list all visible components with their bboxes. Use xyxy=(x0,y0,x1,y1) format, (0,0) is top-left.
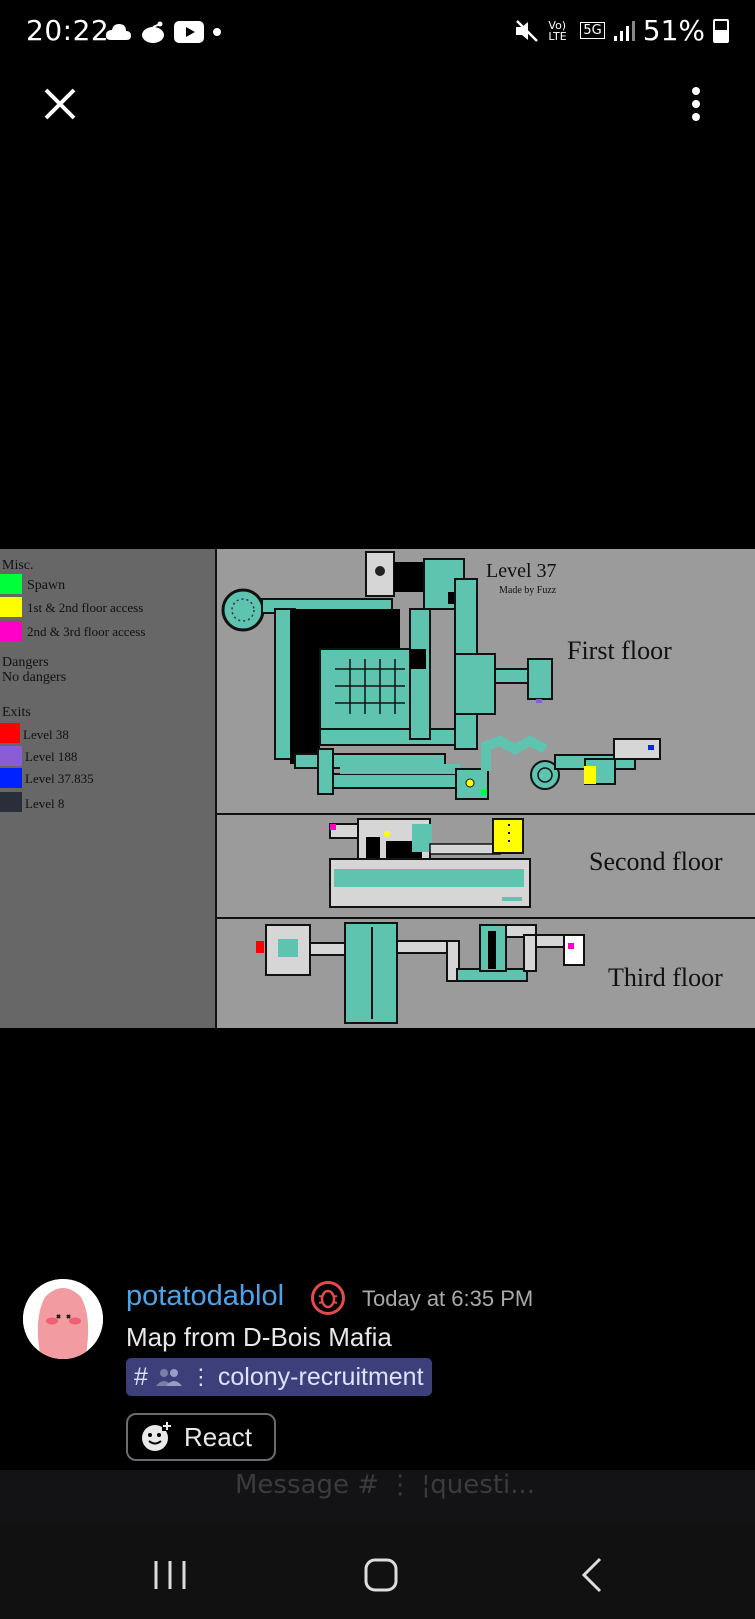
floor-label-second: Second floor xyxy=(589,847,723,876)
close-button[interactable] xyxy=(40,84,80,124)
mute-icon xyxy=(516,19,539,42)
hash-icon: # xyxy=(134,1362,148,1391)
legend-exit-level-37835: Level 37.835 xyxy=(25,771,94,786)
legend-exit-level-188: Level 188 xyxy=(25,749,77,764)
legend-swatch-level-38 xyxy=(0,723,20,743)
battery-icon xyxy=(713,18,729,43)
more-vertical-icon xyxy=(692,87,700,121)
legend-exit-level-38: Level 38 xyxy=(23,727,69,742)
network-label: 5G xyxy=(580,22,605,39)
third-floor-map xyxy=(256,922,585,1024)
legend-dangers-text: No dangers xyxy=(2,670,66,685)
avatar[interactable] xyxy=(23,1279,103,1359)
first-floor-map xyxy=(221,551,661,800)
legend-item-spawn: Spawn xyxy=(27,578,65,593)
legend-dangers-heading: Dangers xyxy=(2,655,49,670)
message-timestamp: Today at 6:35 PM xyxy=(362,1286,534,1311)
react-label: React xyxy=(184,1421,252,1452)
map-image[interactable]: Misc. Spawn 1st & 2nd floor access 2nd &… xyxy=(0,549,755,1028)
floor-label-first: First floor xyxy=(567,636,672,665)
map-title: Level 37 xyxy=(486,560,557,582)
username[interactable]: potatodablol xyxy=(126,1280,285,1312)
legend-swatch-floor-1-2 xyxy=(0,597,22,617)
navigation-bar xyxy=(0,1522,755,1619)
dot-icon xyxy=(213,28,221,36)
legend-misc-heading: Misc. xyxy=(2,558,34,573)
message-text: Map from D-Bois Mafia xyxy=(126,1322,392,1352)
potato-avatar-icon xyxy=(23,1279,103,1359)
legend-swatch-spawn xyxy=(0,574,22,594)
legend-item-floor-2-3: 2nd & 3rd floor access xyxy=(27,624,145,639)
notification-icons xyxy=(104,20,222,44)
reddit-icon xyxy=(142,21,164,43)
second-floor-map xyxy=(329,818,531,908)
signal-icon xyxy=(613,20,635,41)
recent-apps-button[interactable] xyxy=(152,1555,188,1595)
floor-label-third: Third floor xyxy=(608,963,723,992)
home-icon xyxy=(364,1558,398,1592)
close-icon xyxy=(44,88,76,120)
legend-swatch-level-188 xyxy=(0,746,22,766)
battery-percent: 51% xyxy=(642,14,705,47)
message-input-placeholder: Message # ⋮ ¦questi... xyxy=(235,1470,536,1500)
cloud-icon xyxy=(105,24,131,40)
status-time: 20:22 xyxy=(26,14,110,47)
legend-swatch-level-8 xyxy=(0,792,22,812)
bug-badge-icon xyxy=(311,1281,345,1315)
people-icon xyxy=(155,1369,182,1386)
channel-separator-icon: ⋮ xyxy=(189,1364,212,1389)
status-right: Vo) LTE 5G 51% xyxy=(514,14,729,47)
legend-exit-level-8: Level 8 xyxy=(25,796,64,811)
youtube-icon xyxy=(174,21,204,43)
back-icon xyxy=(581,1557,602,1593)
add-reaction-icon xyxy=(142,1421,172,1451)
back-button[interactable] xyxy=(578,1555,606,1595)
volte-label: Vo) LTE xyxy=(548,18,567,43)
legend-item-floor-1-2: 1st & 2nd floor access xyxy=(27,600,143,615)
home-button[interactable] xyxy=(362,1554,400,1596)
legend-swatch-floor-2-3 xyxy=(0,621,22,641)
legend-exits-heading: Exits xyxy=(2,705,31,720)
level-37-map: Misc. Spawn 1st & 2nd floor access 2nd &… xyxy=(0,549,755,1028)
legend-swatch-level-37835 xyxy=(0,768,22,788)
channel-name: colony-recruitment xyxy=(217,1362,424,1391)
channel-mention[interactable]: # ⋮ colony-recruitment xyxy=(126,1358,432,1396)
recent-apps-icon xyxy=(154,1561,186,1589)
message-input-bar xyxy=(0,1470,755,1522)
more-options-button[interactable] xyxy=(676,84,716,124)
map-subtitle: Made by Fuzz xyxy=(499,585,557,596)
react-button[interactable]: React xyxy=(126,1413,276,1461)
